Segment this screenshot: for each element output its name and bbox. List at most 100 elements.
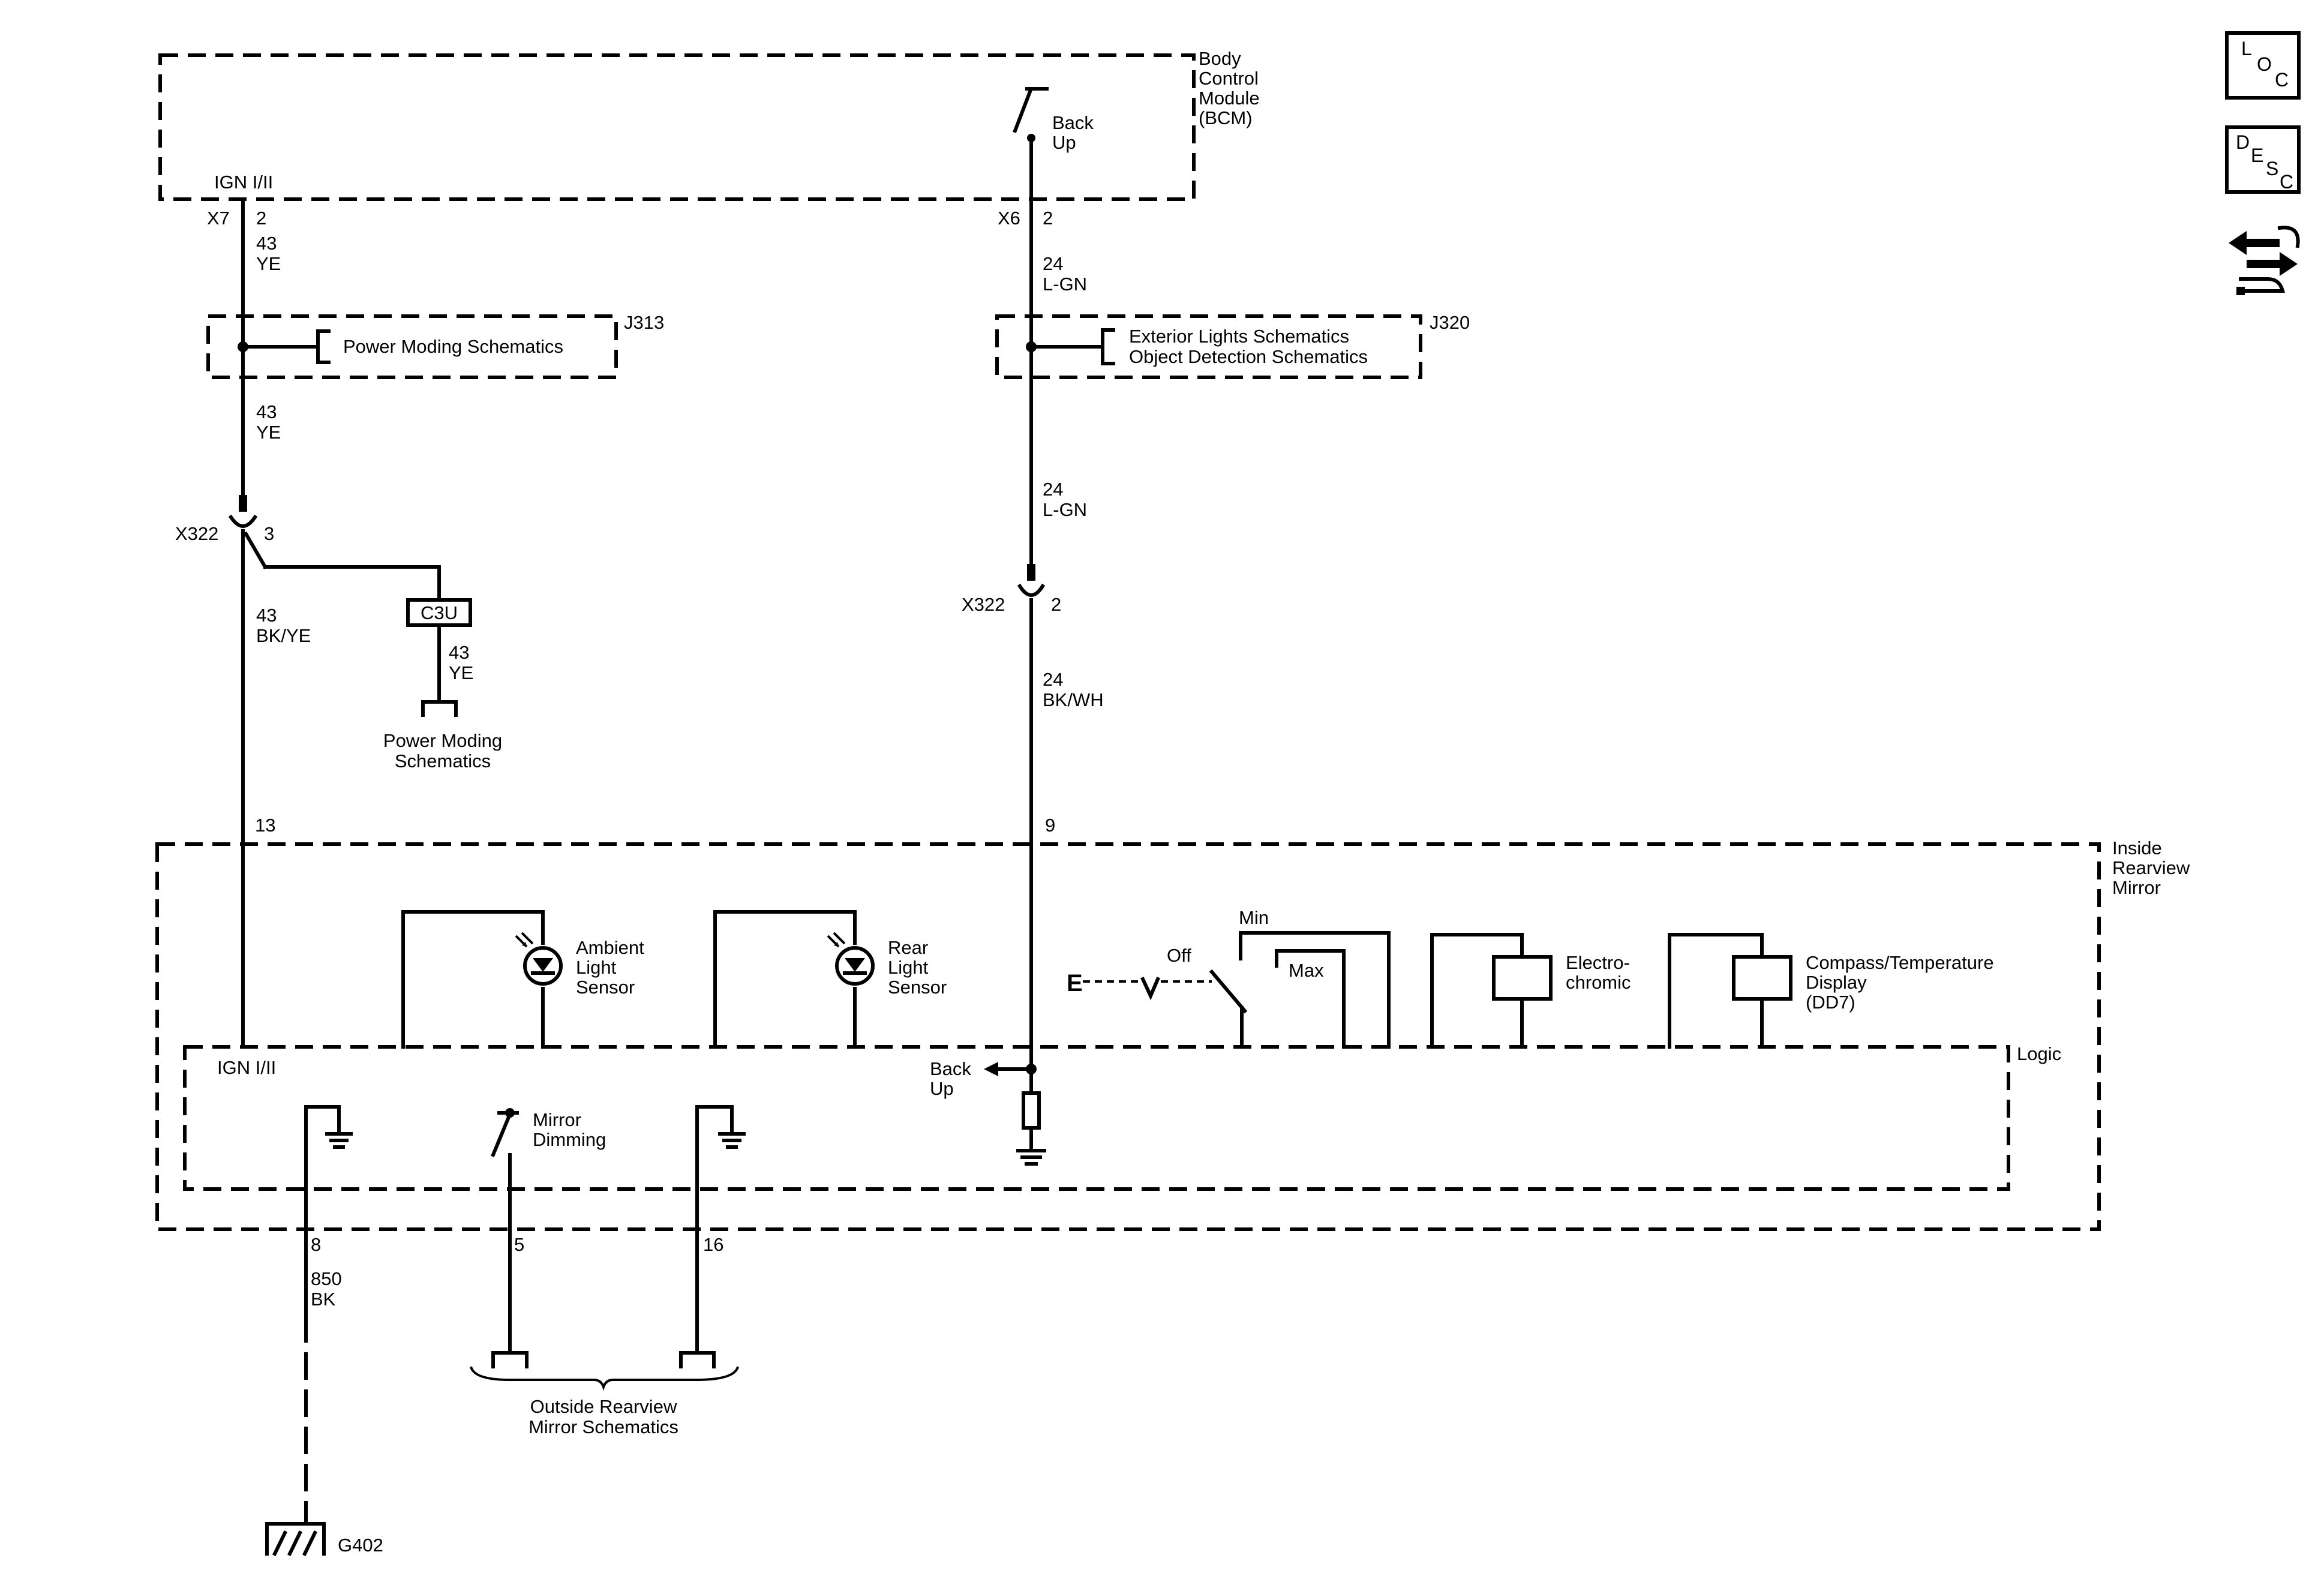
loc-c: C — [2275, 69, 2289, 91]
ground-id: G402 — [338, 1535, 383, 1556]
compass-label-1: Compass/Temperature — [1806, 952, 1994, 973]
left-wire-low-circuit: 43 — [256, 605, 277, 626]
logic-ign-label: IGN I/II — [217, 1057, 276, 1078]
left-wire-mid-color: YE — [256, 422, 281, 443]
right-mirror-pin: 9 — [1045, 815, 1055, 836]
left-bcm-connector: X7 — [207, 208, 230, 229]
bcm-outline — [158, 53, 1196, 201]
switch-min-label: Min — [1239, 907, 1269, 928]
splice-j320-text-1: Exterior Lights Schematics — [1129, 326, 1349, 347]
mirror-title-2: Rearview — [2112, 857, 2190, 878]
loc-l: L — [2241, 38, 2252, 59]
right-bcm-connector: X6 — [998, 208, 1020, 229]
right-wire-low-circuit: 24 — [1043, 669, 1063, 690]
pin-ground-label: 8 — [311, 1234, 321, 1255]
dimming-label-1: Mirror — [533, 1109, 581, 1130]
internal-ground-pin8 — [304, 1105, 353, 1319]
outside-mirror-connectors — [470, 1351, 739, 1391]
splice-j313-text: Power Moding Schematics — [343, 336, 563, 357]
bcm-backup-label-2: Up — [1052, 132, 1076, 153]
bcm-backup-label-1: Back — [1052, 112, 1094, 133]
dimming-mode-switch: E — [1067, 931, 1391, 1049]
left-wire-mid-circuit: 43 — [256, 401, 277, 422]
logic-backup-label-1: Back — [930, 1058, 971, 1079]
dimming-label-2: Dimming — [533, 1129, 606, 1150]
loc-o: O — [2257, 53, 2272, 75]
bcm-module: Body Control Module (BCM) IGN I/II Back … — [158, 48, 1260, 201]
bcm-backup-switch — [1013, 87, 1049, 201]
ambient-sensor-label-2: Light — [576, 957, 617, 978]
switch-off-label: Off — [1167, 945, 1191, 966]
electrochromic-label-1: Electro- — [1566, 952, 1630, 973]
c3u-label: C3U — [421, 602, 458, 623]
logic-backup-label-2: Up — [930, 1078, 954, 1099]
logic-label: Logic — [2017, 1043, 2061, 1064]
inside-mirror-module: Inside Rearview Mirror Logic IGN I/II Am… — [155, 837, 2190, 1355]
connector-tool-icon[interactable] — [2229, 226, 2300, 295]
splice-j313-id: J313 — [624, 312, 664, 333]
right-wire-top-circuit: 24 — [1043, 253, 1063, 274]
chassis-ground-g402 — [265, 1522, 326, 1557]
electrochromic-element — [1430, 933, 1553, 1049]
ground-wire-circuit: 850 — [311, 1268, 342, 1289]
rear-sensor-label-2: Light — [888, 957, 929, 978]
mirror-outline — [155, 842, 2101, 1231]
desc-icon[interactable]: D E S C — [2225, 125, 2301, 194]
bcm-title-1: Body — [1199, 48, 1241, 69]
right-inline-connector: X322 — [962, 594, 1005, 615]
desc-c: C — [2280, 171, 2293, 193]
desc-e: E — [2251, 145, 2263, 166]
outside-ref-2: Mirror Schematics — [529, 1416, 678, 1437]
desc-s: S — [2266, 158, 2278, 179]
branch-wire-color: YE — [449, 662, 473, 683]
pin-dimming-label: 5 — [514, 1234, 524, 1255]
switch-max-label: Max — [1289, 960, 1324, 981]
compass-label-3: (DD7) — [1806, 992, 1855, 1013]
loc-icon[interactable]: L O C — [2225, 31, 2301, 100]
mirror-title-3: Mirror — [2112, 877, 2161, 898]
rear-sensor-label-1: Rear — [888, 937, 928, 958]
branch-ref-2: Schematics — [395, 751, 491, 772]
branch-wire-circuit: 43 — [449, 642, 469, 663]
right-inline-pin: 2 — [1051, 594, 1061, 615]
internal-ground-pin16 — [695, 1105, 746, 1355]
ambient-light-sensor — [401, 910, 563, 1049]
left-inline-pin: 3 — [264, 523, 274, 544]
right-wire-low-color: BK/WH — [1043, 689, 1104, 710]
mirror-title-1: Inside — [2112, 837, 2162, 858]
splice-j320-text-2: Object Detection Schematics — [1129, 346, 1368, 367]
desc-d: D — [2236, 131, 2250, 153]
logic-backup-input — [984, 1062, 1046, 1166]
ambient-sensor-label-3: Sensor — [576, 977, 635, 998]
logic-outline — [183, 1045, 2010, 1191]
left-mirror-pin: 13 — [255, 815, 275, 836]
right-wire-mid-circuit: 24 — [1043, 479, 1063, 500]
electrochromic-label-2: chromic — [1566, 972, 1631, 993]
rear-sensor-label-3: Sensor — [888, 977, 947, 998]
right-bcm-pin: 2 — [1043, 208, 1053, 229]
splice-j320-outline — [995, 314, 1422, 379]
splice-j313-outline — [206, 314, 618, 379]
bcm-title-4: (BCM) — [1199, 107, 1253, 128]
switch-e-label: E — [1067, 970, 1083, 996]
right-wire-top-color: L-GN — [1043, 274, 1087, 295]
bcm-title-3: Module — [1199, 88, 1260, 109]
left-bcm-pin: 2 — [256, 208, 266, 229]
left-inline-connector: X322 — [175, 523, 218, 544]
pin-16-label: 16 — [703, 1234, 723, 1255]
bottom-circuits: 8 850 BK G402 5 16 Outside Rearview Mirr… — [265, 1234, 739, 1557]
splice-j320-id: J320 — [1430, 312, 1470, 333]
compass-label-2: Display — [1806, 972, 1867, 993]
mirror-dimming-switch — [491, 1108, 519, 1355]
compass-display — [1668, 933, 1792, 1049]
bcm-ign-label: IGN I/II — [214, 172, 273, 193]
left-wire-low-color: BK/YE — [256, 625, 311, 646]
right-circuit: X6 2 24 L-GN Exterior Lights Schematics … — [962, 197, 1470, 1070]
rear-light-sensor — [713, 910, 875, 1049]
ambient-sensor-label-1: Ambient — [576, 937, 644, 958]
branch-ref-1: Power Moding — [383, 730, 502, 751]
left-wire-top-circuit: 43 — [256, 233, 277, 254]
left-circuit: X7 2 43 YE Power Moding Schematics J313 … — [175, 197, 664, 1047]
ground-wire-color: BK — [311, 1289, 336, 1310]
